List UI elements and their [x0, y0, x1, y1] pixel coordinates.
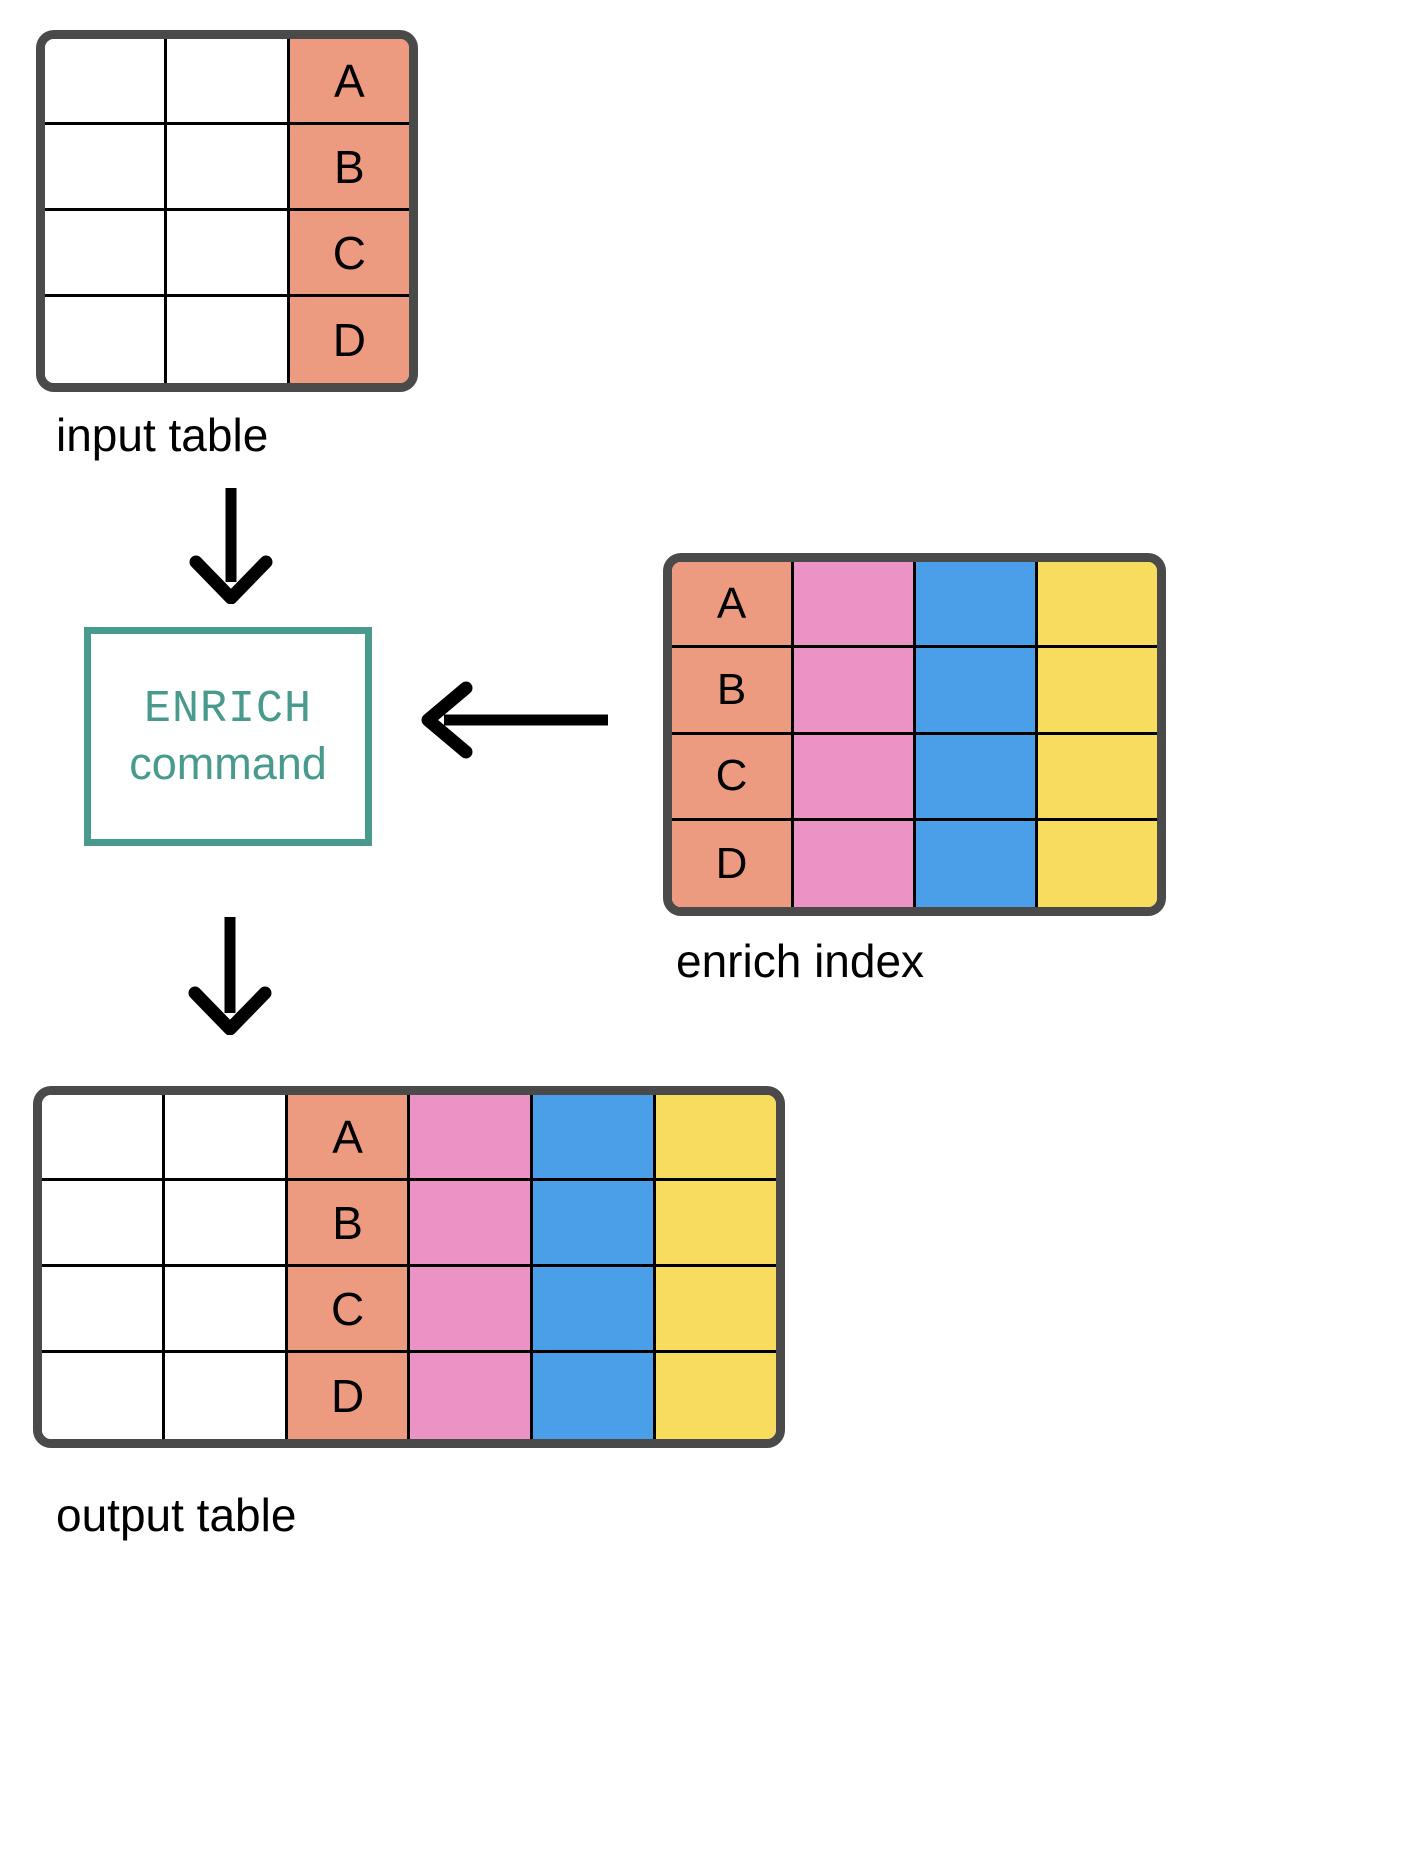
enrich-command-box[interactable]: ENRICH command — [84, 627, 372, 846]
output-table-cell — [533, 1181, 657, 1267]
input-table-cell — [167, 39, 290, 125]
enrich-index-cell: D — [672, 820, 794, 907]
enrich-index-cell — [916, 562, 1038, 649]
input-table-cell: A — [289, 39, 409, 125]
enrich-index-cell — [1038, 734, 1157, 821]
output-table-cell — [42, 1267, 165, 1353]
output-table-cell: D — [287, 1353, 411, 1439]
output-table-row: D — [42, 1353, 776, 1439]
input-table-cell — [167, 125, 290, 211]
output-table-cell — [164, 1353, 288, 1439]
enrich-index-cell: A — [672, 562, 794, 649]
output-table-cell — [656, 1267, 776, 1353]
output-table-cell: C — [287, 1267, 411, 1353]
enrich-index-cell — [916, 648, 1038, 735]
input-table-row: A — [45, 39, 409, 125]
output-table-row: C — [42, 1267, 776, 1353]
enrich-index-row: C — [672, 734, 1157, 821]
output-table-cell — [410, 1181, 534, 1267]
output-table-cell — [42, 1181, 165, 1267]
output-table-cell — [164, 1095, 288, 1181]
arrow-index-to-command — [421, 681, 608, 759]
enrich-index-cell — [1038, 562, 1157, 649]
input-table-cell: C — [289, 211, 409, 297]
enrich-index-cell — [916, 734, 1038, 821]
output-table-cell — [656, 1095, 776, 1181]
input-table-cell — [167, 297, 290, 383]
input-table-row: D — [45, 297, 409, 383]
input-table-cell — [45, 211, 168, 297]
arrow-input-to-command — [189, 488, 273, 604]
output-table-cell — [533, 1095, 657, 1181]
enrich-index-row: B — [672, 648, 1157, 735]
output-table-cell — [42, 1353, 165, 1439]
enrich-index-cell — [1038, 820, 1157, 907]
output-table-cell — [410, 1267, 534, 1353]
output-table-cell — [164, 1181, 288, 1267]
enrich-index-cell — [794, 734, 916, 821]
input-table-label: input table — [56, 409, 269, 461]
enrich-index-cell — [794, 648, 916, 735]
output-table-cell: A — [287, 1095, 411, 1181]
input-table-cell — [167, 211, 290, 297]
output-table-cell — [164, 1267, 288, 1353]
enrich-index-label: enrich index — [676, 935, 925, 987]
output-table-cell — [656, 1181, 776, 1267]
output-table-cell: B — [287, 1181, 411, 1267]
input-table-row: C — [45, 211, 409, 297]
input-table-cell — [45, 125, 168, 211]
enrich-keyword: ENRICH — [143, 683, 313, 735]
input-table-row: B — [45, 125, 409, 211]
input-table-cell — [45, 39, 168, 125]
enrich-index-cell — [794, 562, 916, 649]
command-word: command — [129, 737, 327, 789]
input-table-cell: B — [289, 125, 409, 211]
output-table-row: A — [42, 1095, 776, 1181]
output-table-cell — [656, 1353, 776, 1439]
output-table-cell — [42, 1095, 165, 1181]
output-table-cell — [533, 1267, 657, 1353]
output-table-row: B — [42, 1181, 776, 1267]
enrich-index-row: A — [672, 562, 1157, 649]
enrich-index-cell — [916, 820, 1038, 907]
input-table-cell — [45, 297, 168, 383]
output-table-cell — [410, 1353, 534, 1439]
enrich-index-cell: B — [672, 648, 794, 735]
output-table-cell — [533, 1353, 657, 1439]
enrich-index-cell — [794, 820, 916, 907]
output-table-label: output table — [56, 1489, 297, 1541]
arrow-command-to-output — [188, 917, 272, 1035]
input-table-cell: D — [289, 297, 409, 383]
enrich-index-row: D — [672, 820, 1157, 907]
enrich-index-cell — [1038, 648, 1157, 735]
enrich-index-cell: C — [672, 734, 794, 821]
output-table-cell — [410, 1095, 534, 1181]
